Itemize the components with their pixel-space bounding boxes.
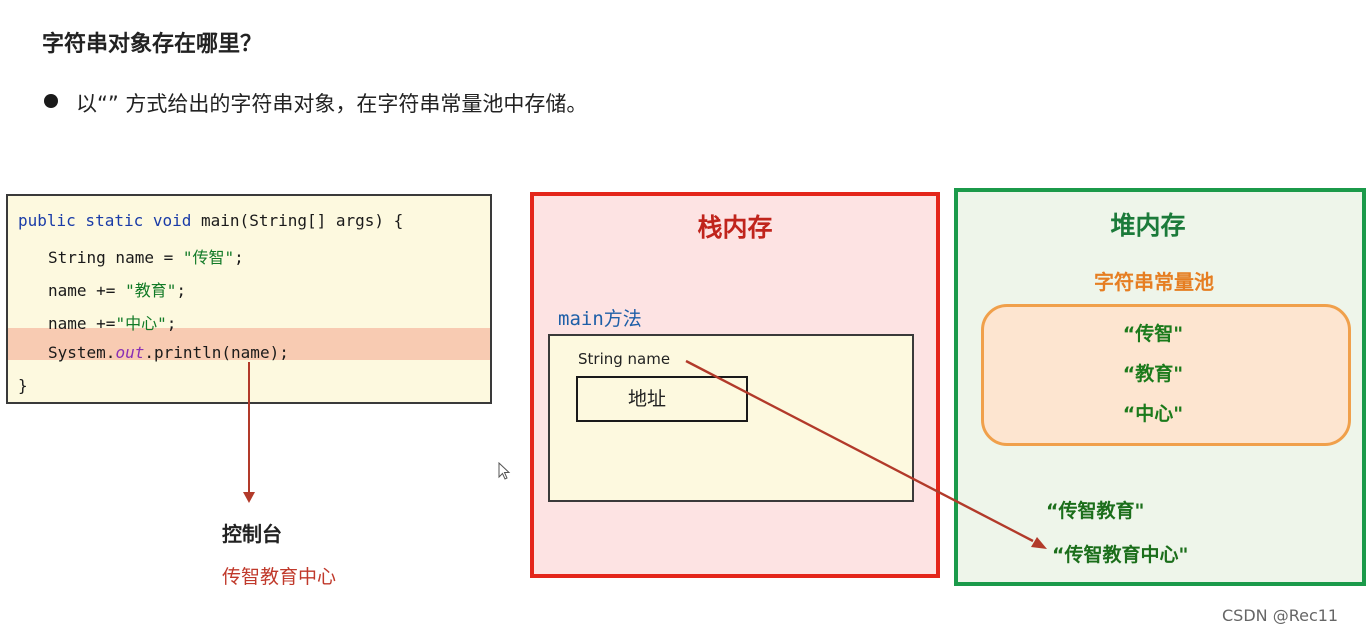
heap-memory-title: 堆内存 bbox=[1110, 211, 1186, 240]
string-pool-title: 字符串常量池 bbox=[1094, 270, 1214, 294]
mouse-cursor-icon bbox=[498, 462, 511, 480]
code-text: ; bbox=[176, 281, 186, 300]
main-method-label: main方法 bbox=[558, 308, 642, 330]
pool-string: “教育" bbox=[1122, 363, 1184, 385]
code-line-5: System.out.println(name); bbox=[48, 343, 289, 362]
code-text: main(String[] args) { bbox=[191, 211, 404, 230]
page-title: 字符串对象存在哪里？ bbox=[42, 32, 263, 57]
code-line-3: name += "教育"; bbox=[48, 277, 186, 301]
code-text: name += bbox=[48, 314, 116, 333]
string-constant-pool: “传智" “教育" “中心" bbox=[981, 304, 1351, 446]
console-arrow-head bbox=[243, 492, 255, 503]
console-output: 传智教育中心 bbox=[222, 566, 337, 588]
variable-label: String name bbox=[578, 350, 671, 368]
console-title: 控制台 bbox=[222, 522, 282, 546]
bullet-text: 以“” 方式给出的字符串对象，在字符串常量池中存储。 bbox=[76, 92, 588, 116]
code-string-literal: "传智" bbox=[182, 248, 235, 267]
code-panel: public static void main(String[] args) {… bbox=[6, 194, 492, 404]
stack-memory-title: 栈内存 bbox=[697, 213, 773, 242]
stack-memory-box: 栈内存 main方法 String name 地址 bbox=[530, 192, 940, 578]
code-string-literal: "教育" bbox=[125, 281, 177, 300]
reference-arrow-line bbox=[685, 359, 1034, 543]
heap-string-object: “传智教育" bbox=[1046, 500, 1145, 522]
code-text: name += bbox=[48, 281, 126, 300]
reference-arrow-head bbox=[1031, 537, 1047, 549]
code-text: ; bbox=[234, 248, 244, 267]
watermark: CSDN @Rec11 bbox=[1222, 606, 1339, 625]
code-highlight-row bbox=[8, 328, 490, 360]
code-string-literal: "中心" bbox=[115, 314, 167, 333]
heap-string-object: “传智教育中心" bbox=[1052, 544, 1189, 566]
code-text: .println(name); bbox=[144, 343, 289, 362]
main-method-frame: String name 地址 bbox=[548, 334, 914, 502]
pool-string: “传智" bbox=[1122, 323, 1184, 345]
code-line-6: } bbox=[18, 376, 28, 395]
address-box: 地址 bbox=[576, 376, 748, 422]
code-keywords: public static void bbox=[18, 211, 192, 230]
code-line-2: String name = "传智"; bbox=[48, 244, 244, 268]
code-line-4: name +="中心"; bbox=[48, 310, 176, 334]
pool-string: “中心" bbox=[1122, 403, 1184, 425]
bullet-dot bbox=[44, 94, 58, 108]
address-label: 地址 bbox=[628, 388, 667, 410]
code-text: ; bbox=[166, 314, 177, 333]
code-static-field: out bbox=[115, 343, 145, 362]
code-line-1: public static void main(String[] args) { bbox=[18, 211, 403, 230]
heap-memory-box: 堆内存 字符串常量池 “传智" “教育" “中心" “传智教育" “传智教育中心… bbox=[954, 188, 1366, 586]
code-text: System. bbox=[48, 343, 116, 362]
code-text: String name = bbox=[48, 248, 183, 267]
